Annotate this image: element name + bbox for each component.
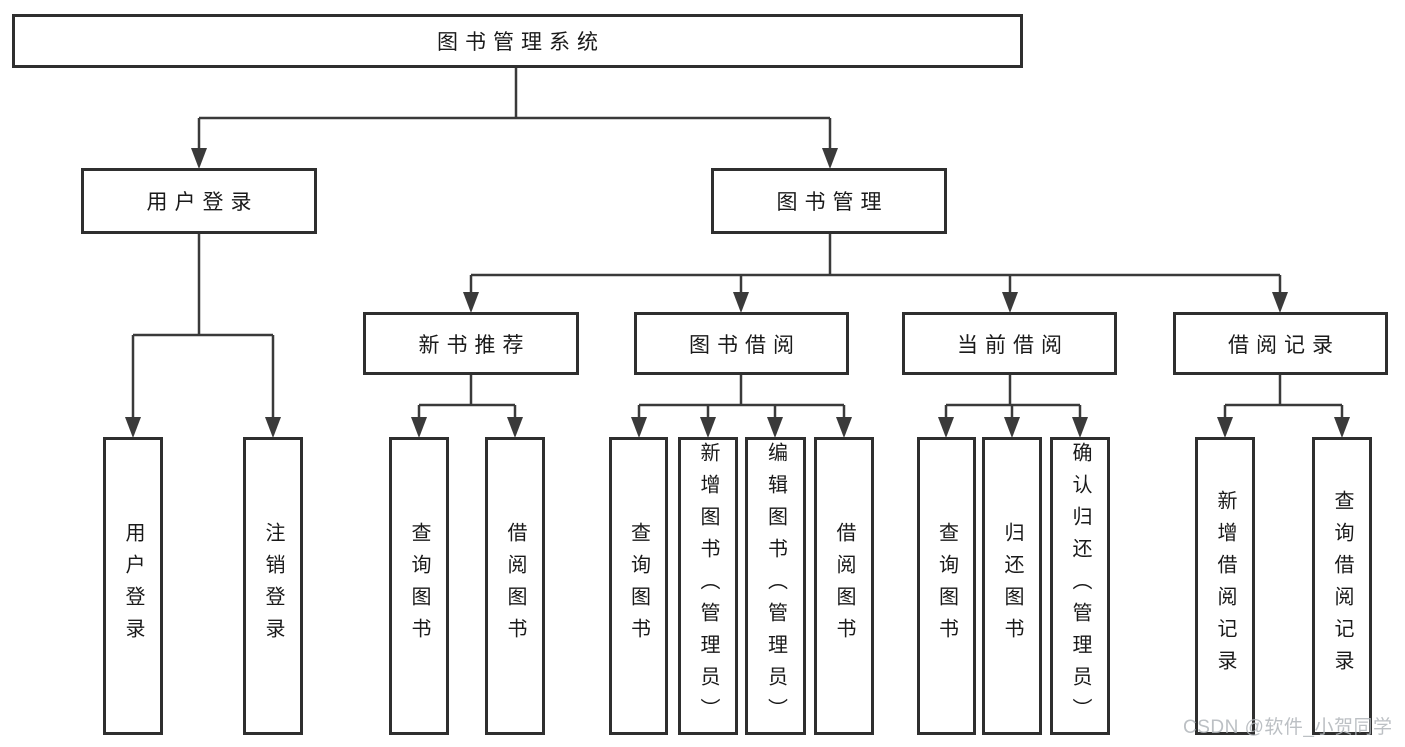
arrowhead-icon	[125, 417, 141, 438]
leaf-edit-books-admin: 编辑图书（管理员）	[745, 437, 806, 735]
arrowhead-icon	[822, 148, 838, 169]
arrowhead-icon	[1217, 417, 1233, 438]
arrowhead-icon	[700, 417, 716, 438]
leaf-edit-books-admin-label: 编辑图书（管理员）	[764, 442, 787, 730]
node-book-borrowing: 图书借阅	[634, 312, 849, 375]
arrowhead-icon	[733, 292, 749, 313]
node-new-book-recommend-label: 新书推荐	[418, 333, 531, 357]
arrowhead-icon	[631, 417, 647, 438]
arrowhead-icon	[265, 417, 281, 438]
arrowhead-icon	[836, 417, 852, 438]
node-book-borrowing-label: 图书借阅	[689, 333, 801, 357]
node-book-management-label: 图书管理	[776, 191, 889, 214]
leaf-query-borrow-record: 查询借阅记录	[1312, 437, 1372, 735]
arrowhead-icon	[463, 292, 479, 313]
leaf-borrow-books-borrowing-label: 借阅图书	[833, 522, 855, 650]
node-current-borrowing: 当前借阅	[902, 312, 1117, 375]
leaf-user-login: 用户登录	[103, 437, 163, 735]
node-root-label: 图书管理系统	[437, 31, 605, 54]
connector-line	[131, 68, 1344, 421]
leaf-add-books-admin-label: 新增图书（管理员）	[697, 442, 719, 730]
node-book-management: 图书管理	[711, 168, 947, 234]
leaf-borrow-books-recommend: 借阅图书	[485, 437, 545, 735]
arrowhead-icon	[1004, 417, 1020, 438]
leaf-confirm-return-admin-label: 确认归还（管理员）	[1069, 442, 1091, 730]
leaf-logout: 注销登录	[243, 437, 303, 735]
leaf-add-books-admin: 新增图书（管理员）	[678, 437, 738, 735]
leaf-add-borrow-record: 新增借阅记录	[1195, 437, 1255, 735]
leaf-query-books-recommend: 查询图书	[389, 437, 449, 735]
arrowhead-icon	[938, 417, 954, 438]
node-current-borrowing-label: 当前借阅	[957, 333, 1069, 357]
node-borrowing-records-label: 借阅记录	[1228, 333, 1340, 357]
leaf-query-books-borrowing: 查询图书	[609, 437, 668, 735]
watermark: CSDN @软件_小贺同学	[1183, 717, 1393, 738]
leaf-query-borrow-record-label: 查询借阅记录	[1331, 490, 1353, 682]
node-new-book-recommend: 新书推荐	[363, 312, 579, 375]
leaf-borrow-books-recommend-label: 借阅图书	[504, 522, 526, 650]
leaf-return-books-label: 归还图书	[1001, 522, 1023, 650]
leaf-logout-label: 注销登录	[262, 522, 284, 650]
leaf-query-books-recommend-label: 查询图书	[408, 522, 430, 650]
leaf-confirm-return-admin: 确认归还（管理员）	[1050, 437, 1110, 735]
arrowhead-icon	[767, 417, 783, 438]
leaf-return-books: 归还图书	[982, 437, 1042, 735]
leaf-user-login-label: 用户登录	[122, 522, 144, 650]
arrowhead-icon	[507, 417, 523, 438]
leaf-add-borrow-record-label: 新增借阅记录	[1214, 490, 1236, 682]
node-user-login: 用户登录	[81, 168, 317, 234]
arrowhead-icon	[1002, 292, 1018, 313]
leaf-query-books-current-label: 查询图书	[935, 522, 958, 650]
arrowhead-icon	[1272, 292, 1288, 313]
node-root: 图书管理系统	[12, 14, 1023, 68]
leaf-query-books-borrowing-label: 查询图书	[627, 522, 650, 650]
arrowhead-icons	[125, 148, 1350, 438]
node-user-login-label: 用户登录	[146, 191, 259, 214]
arrowhead-icon	[191, 148, 207, 169]
node-borrowing-records: 借阅记录	[1173, 312, 1388, 375]
leaf-borrow-books-borrowing: 借阅图书	[814, 437, 874, 735]
leaf-query-books-current: 查询图书	[917, 437, 976, 735]
arrowhead-icon	[1334, 417, 1350, 438]
arrowhead-icon	[1072, 417, 1088, 438]
arrowhead-icon	[411, 417, 427, 438]
